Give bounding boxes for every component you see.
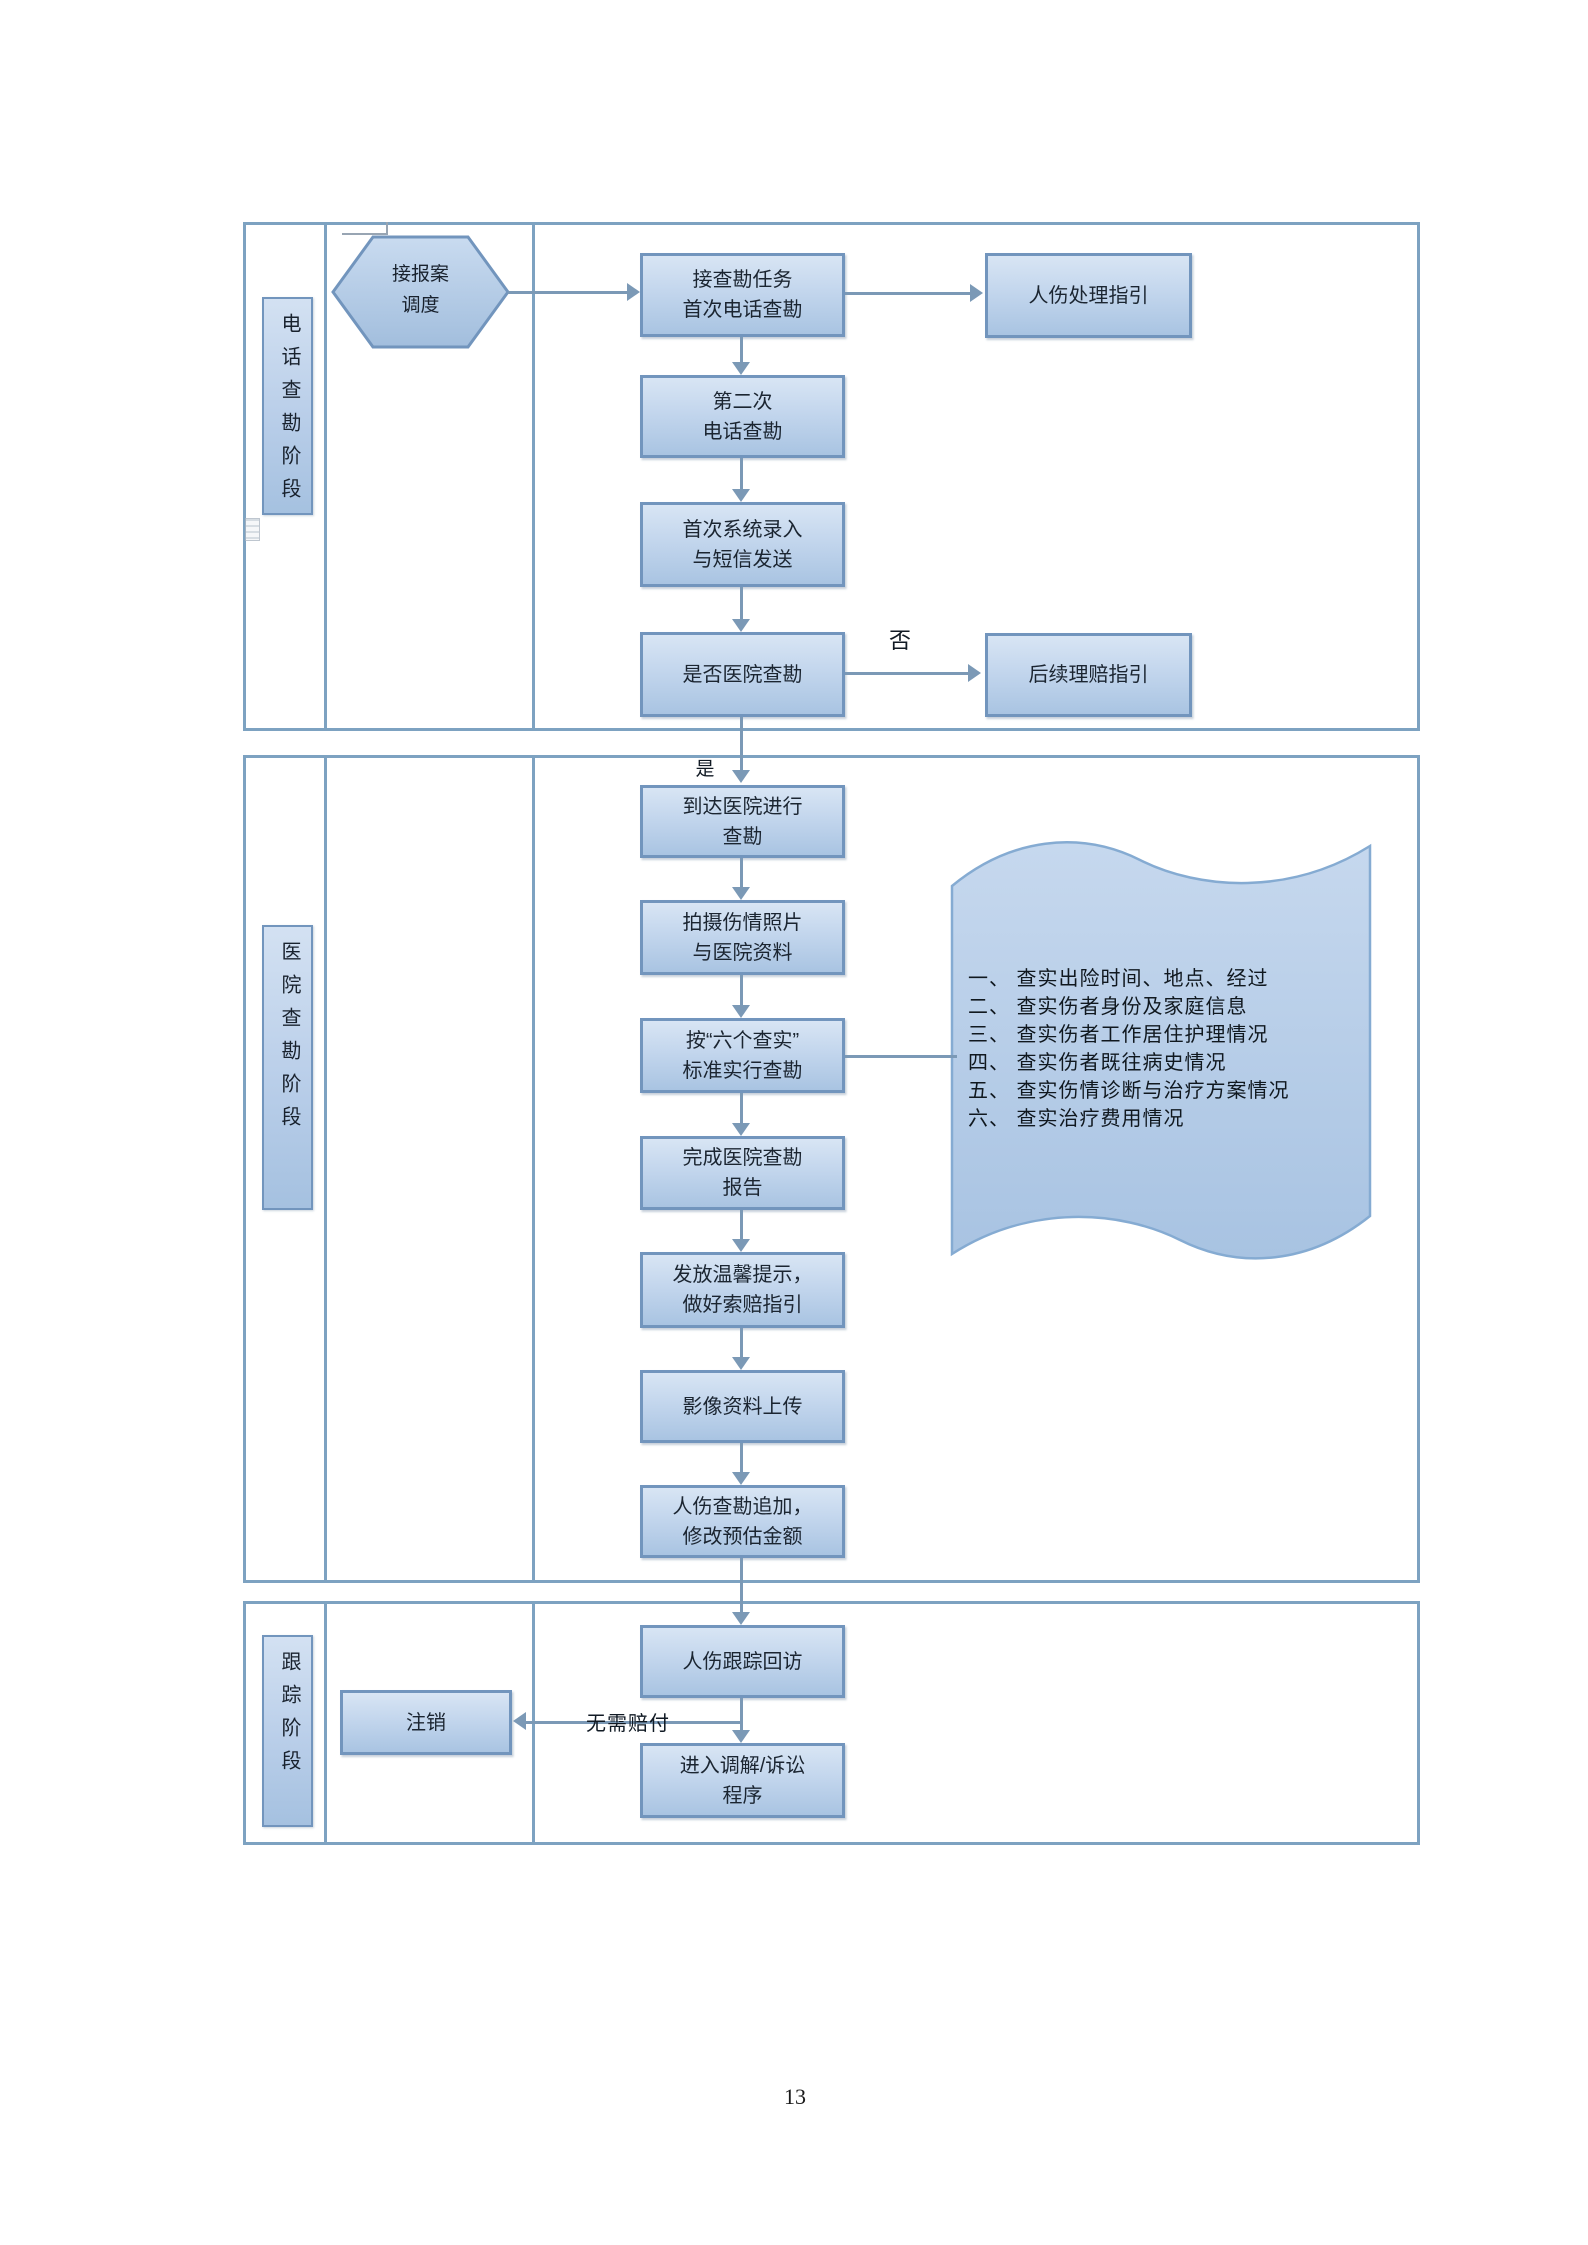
flow-node-injury-guide: 人伤处理指引: [985, 253, 1192, 338]
dispatch-hexagon-label: 接报案 调度: [391, 264, 449, 316]
connector-task-to-secondcall: [740, 337, 743, 365]
connector-sixchecks-to-note: [845, 1055, 957, 1058]
connector-photos-to-sixchecks: [740, 975, 743, 1008]
note-item: 五、 查实伤情诊断与治疗方案情况: [968, 1080, 1290, 1102]
note-item: 一、 查实出险时间、地点、经过: [968, 968, 1269, 990]
flow-node-six-checks: 按“六个查实” 标准实行查勘: [640, 1018, 845, 1093]
lane-divider: [324, 222, 327, 731]
lane-divider: [532, 222, 535, 731]
six-checks-note-shape: [950, 841, 1372, 1260]
flow-node-tracking-revisit: 人伤跟踪回访: [640, 1625, 845, 1698]
connector-tips-to-upload: [740, 1328, 743, 1360]
arrowhead-down-icon: [732, 1472, 750, 1485]
arrowhead-left-icon: [513, 1712, 526, 1730]
connector-upload-to-addition: [740, 1443, 743, 1475]
edge-label-no-pay: 无需赔付: [586, 1713, 670, 1735]
connector-revisit-to-mediation: [740, 1698, 743, 1733]
flow-node-survey-addition: 人伤查勘追加， 修改预估金额: [640, 1485, 845, 1558]
arrowhead-down-icon: [732, 619, 750, 632]
note-item: 六、 查实治疗费用情况: [968, 1108, 1185, 1130]
connector-decision-no: [845, 672, 970, 675]
arrowhead-down-icon: [732, 1730, 750, 1743]
arrowhead-down-icon: [732, 1612, 750, 1625]
flow-node-system-entry: 首次系统录入 与短信发送: [640, 502, 845, 587]
flow-node-receive-task: 接查勘任务 首次电话查勘: [640, 253, 845, 337]
connector-nopay-to-cancel: [526, 1721, 742, 1724]
flow-node-claim-tips: 发放温馨提示， 做好索赔指引: [640, 1252, 845, 1328]
connector-secondcall-to-entry: [740, 458, 743, 492]
stage-label-hospital: 医院查勘阶段: [262, 925, 313, 1210]
connector-hex-to-task: [508, 291, 629, 294]
section-hospital-stage: [243, 755, 1420, 1583]
arrowhead-down-icon: [732, 1357, 750, 1370]
flow-node-take-photos: 拍摄伤情照片 与医院资料: [640, 900, 845, 975]
connector-entry-to-decision: [740, 587, 743, 622]
arrowhead-right-icon: [968, 664, 981, 682]
flow-node-upload-images: 影像资料上传: [640, 1370, 845, 1443]
flow-node-hospital-decision: 是否医院查勘: [640, 632, 845, 717]
flow-node-followup-guide: 后续理赔指引: [985, 633, 1192, 717]
stage-label-phone: 电话查勘阶段: [262, 297, 313, 515]
note-item: 二、 查实伤者身份及家庭信息: [968, 996, 1248, 1018]
arrowhead-down-icon: [732, 887, 750, 900]
flow-node-cancel: 注销: [340, 1690, 512, 1755]
arrowhead-down-icon: [732, 1005, 750, 1018]
connector-addition-to-revisit: [740, 1558, 743, 1615]
stage-label-tracking: 跟踪阶段: [262, 1635, 313, 1827]
arrowhead-right-icon: [970, 284, 983, 302]
arrowhead-down-icon: [732, 770, 750, 783]
flow-node-survey-report: 完成医院查勘 报告: [640, 1136, 845, 1210]
section-tracking-stage: [243, 1601, 1420, 1845]
page-number: 13: [784, 2084, 806, 2109]
arrowhead-down-icon: [732, 362, 750, 375]
arrowhead-down-icon: [732, 1123, 750, 1136]
connector-decision-yes: [740, 717, 743, 773]
connector-arrive-to-photos: [740, 858, 743, 890]
flow-node-second-call: 第二次 电话查勘: [640, 375, 845, 458]
lane-divider: [324, 755, 327, 1583]
arrowhead-down-icon: [732, 1239, 750, 1252]
border-step-artifact: [342, 222, 388, 235]
flow-node-arrive-hospital: 到达医院进行 查勘: [640, 785, 845, 858]
connector-sixchecks-to-report: [740, 1093, 743, 1126]
arrowhead-down-icon: [732, 489, 750, 502]
edge-label-yes: 是: [695, 759, 715, 780]
connector-report-to-tips: [740, 1210, 743, 1242]
lane-divider: [324, 1601, 327, 1845]
edge-label-no: 否: [888, 628, 911, 653]
object-anchor-icon: [245, 518, 260, 541]
connector-task-to-guide: [845, 292, 972, 295]
note-item: 三、 查实伤者工作居住护理情况: [968, 1024, 1269, 1046]
section-phone-stage: [243, 222, 1420, 731]
note-item: 四、 查实伤者既往病史情况: [968, 1052, 1227, 1074]
flow-node-mediation: 进入调解/诉讼 程序: [640, 1743, 845, 1818]
six-checks-note-list: 一、 查实出险时间、地点、经过 二、 查实伤者身份及家庭信息 三、 查实伤者工作…: [968, 965, 1368, 1133]
arrowhead-right-icon: [627, 283, 640, 301]
lane-divider: [532, 755, 535, 1583]
